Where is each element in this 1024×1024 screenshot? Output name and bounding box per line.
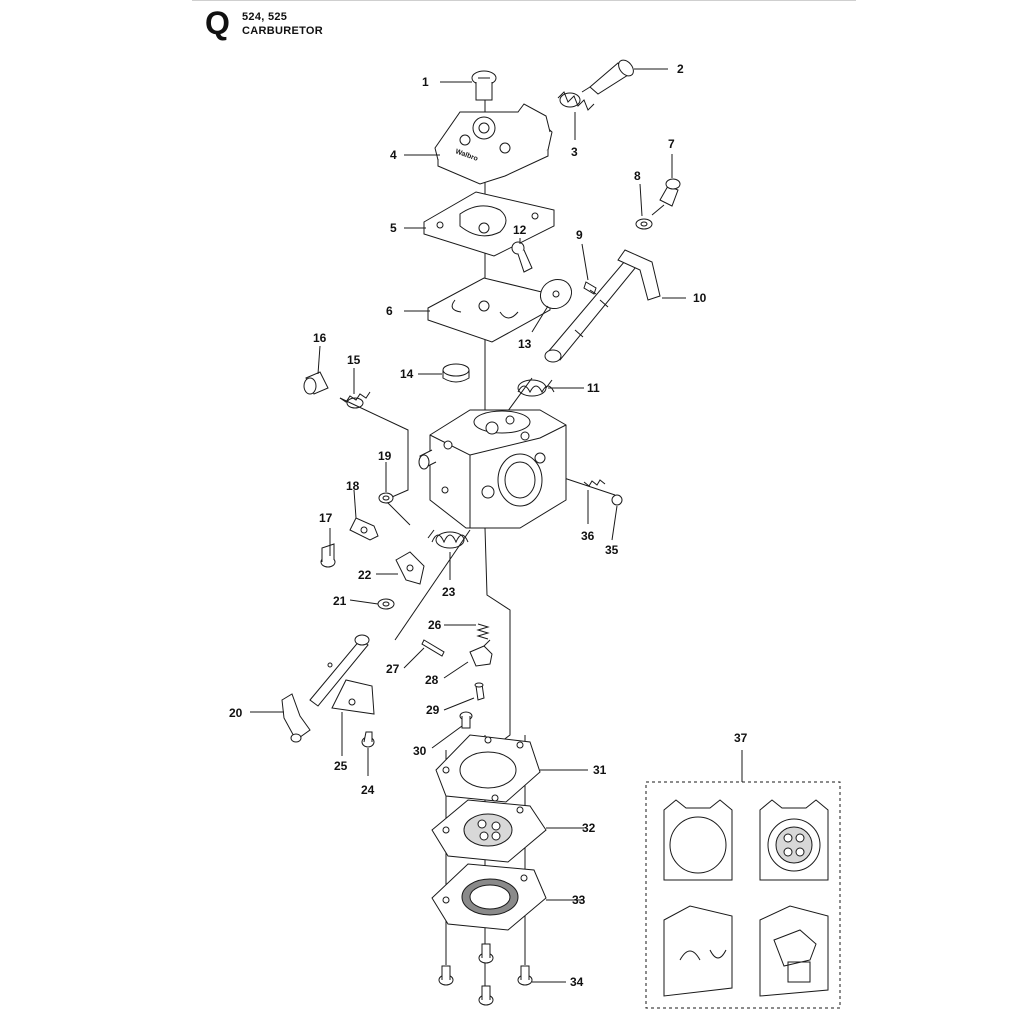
callout-4: 4 (390, 148, 397, 162)
part-22-lever (395, 551, 425, 585)
carburetor-body (418, 409, 567, 529)
part-1-screw (471, 70, 497, 101)
callout-9: 9 (576, 228, 583, 242)
diagram-title: CARBURETOR (242, 25, 324, 37)
part-25-plate (331, 679, 375, 715)
callout-12: 12 (513, 223, 527, 237)
callout-3: 3 (571, 145, 578, 159)
callout-13: 13 (518, 337, 532, 351)
part-20-choke-shaft (281, 634, 370, 743)
part-26-spring (476, 623, 490, 640)
callout-16: 16 (313, 331, 327, 345)
part-32-pump-diaphragm (431, 799, 547, 863)
callout-27: 27 (386, 662, 400, 676)
callout-7: 7 (668, 137, 675, 151)
callout-29: 29 (426, 703, 440, 717)
part-21-washer (377, 598, 395, 610)
callout-30: 30 (413, 744, 427, 758)
callout-6: 6 (386, 304, 393, 318)
callout-21: 21 (333, 594, 347, 608)
part-12-screw (511, 241, 533, 273)
callout-36: 36 (581, 529, 595, 543)
part-37-gasket-kit (645, 781, 841, 1009)
part-4-cover: Walbro (434, 103, 553, 185)
section-letter: Q (205, 5, 230, 41)
callout-18: 18 (346, 479, 360, 493)
part-13-plate (539, 278, 573, 310)
top-rule (192, 0, 856, 1)
callout-17: 17 (319, 511, 333, 525)
callout-19: 19 (378, 449, 392, 463)
callout-23: 23 (442, 585, 456, 599)
part-16-plug (303, 371, 329, 395)
part-9-clip (583, 281, 597, 295)
part-30-screw (459, 711, 473, 729)
part-17-screw (320, 543, 336, 568)
callout-25: 25 (334, 759, 348, 773)
callout-11: 11 (587, 381, 600, 395)
part-3-spring (557, 91, 595, 111)
callout-28: 28 (425, 673, 439, 687)
callout-32: 32 (582, 821, 596, 835)
part-24-screw (361, 731, 375, 748)
callout-26: 26 (428, 618, 442, 632)
callout-20: 20 (229, 706, 243, 720)
part-33-pump-cover (431, 863, 547, 931)
part-28-lever (469, 639, 493, 667)
callout-34: 34 (570, 975, 584, 989)
callout-33: 33 (572, 893, 586, 907)
part-36-spring (583, 479, 606, 487)
part-10-throttle-shaft (544, 249, 661, 363)
callout-22: 22 (358, 568, 372, 582)
callout-1: 1 (422, 75, 429, 89)
part-8-washer (635, 218, 653, 230)
part-2-needle (581, 59, 634, 95)
leader-lines (250, 68, 743, 983)
part-35-ball (611, 494, 623, 506)
callout-2: 2 (677, 62, 684, 76)
part-5-gasket (423, 191, 555, 257)
part-34-screws (438, 943, 533, 1006)
part-29-pin (474, 682, 485, 701)
callout-15: 15 (347, 353, 361, 367)
callout-24: 24 (361, 783, 375, 797)
part-27-pin (421, 639, 445, 657)
part-14-ring (442, 363, 470, 383)
part-15-spring (339, 391, 371, 409)
callout-8: 8 (634, 169, 641, 183)
callout-35: 35 (605, 543, 619, 557)
callout-37: 37 (734, 731, 748, 745)
part-23-spring (427, 529, 469, 549)
part-7-fitting (651, 178, 681, 216)
model-numbers: 524, 525 (242, 11, 288, 23)
callout-5: 5 (390, 221, 397, 235)
callout-10: 10 (693, 291, 707, 305)
part-6-diaphragm (427, 277, 551, 343)
part-31-gasket (435, 734, 541, 803)
part-11-spring (517, 379, 555, 397)
callout-14: 14 (400, 367, 414, 381)
part-18-lever (349, 517, 379, 541)
callout-31: 31 (593, 763, 607, 777)
callout-numbers: 1 2 3 4 5 6 7 8 9 10 11 12 13 14 15 16 1… (229, 62, 748, 989)
part-19-clip (378, 492, 394, 504)
